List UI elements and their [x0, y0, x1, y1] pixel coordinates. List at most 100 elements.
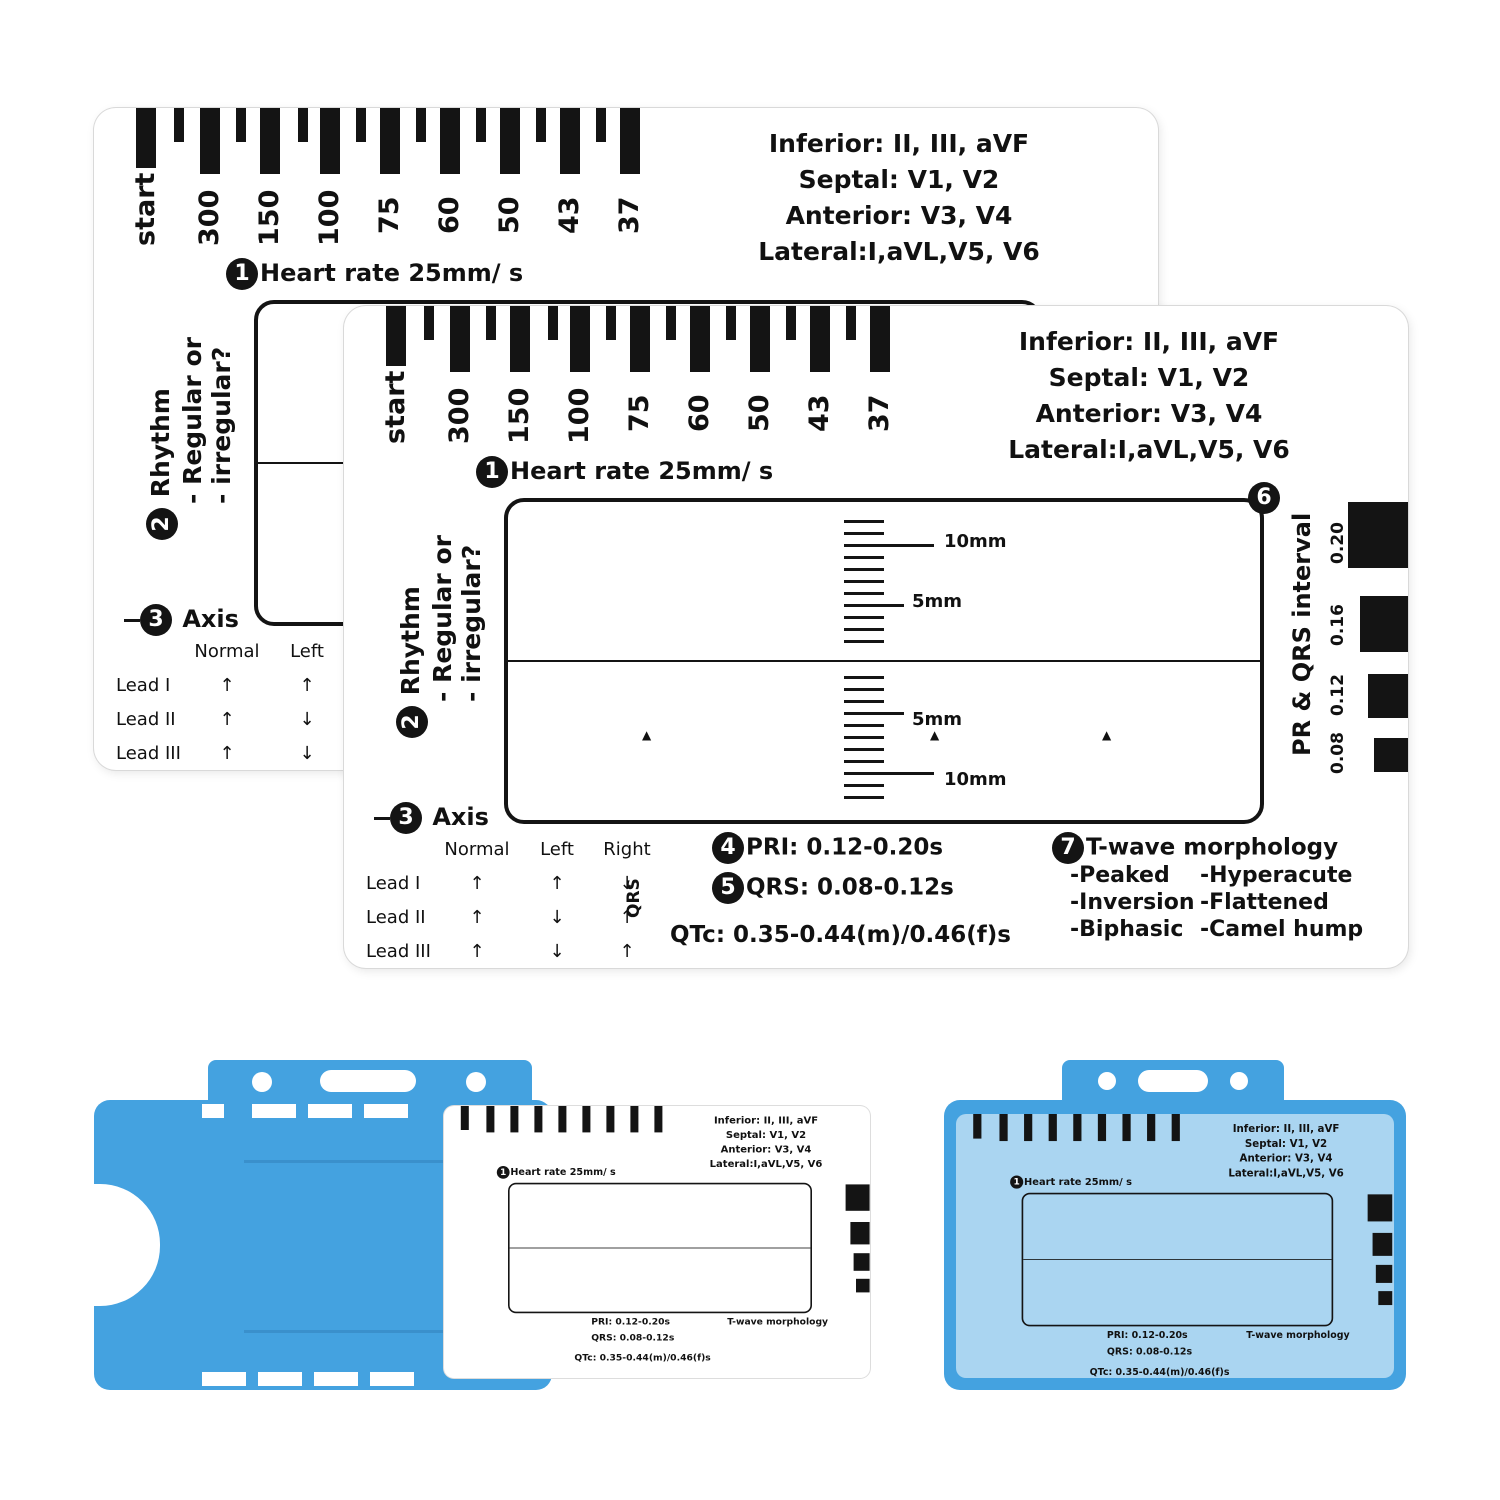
- lead-inferior: Inferior: II, III, aVF: [1018, 327, 1280, 356]
- twave-item: -Biphasic: [1070, 917, 1184, 942]
- rate-label-100: 100: [564, 387, 595, 444]
- rate-bar: [1171, 1114, 1180, 1142]
- rate-bar: [606, 1106, 615, 1133]
- rate-label-43: 43: [554, 196, 585, 234]
- ruler-tick-10mm: [844, 772, 934, 775]
- rhythm-title: Rhythm: [146, 388, 175, 498]
- rate-bar: [973, 1114, 982, 1139]
- axis-row-lead: Lead I: [116, 674, 171, 696]
- rate-bar: [1147, 1114, 1156, 1142]
- ruler-tick: [844, 556, 884, 559]
- pri-text: PRI: 0.12-0.20s: [591, 1316, 671, 1327]
- ruler-tick: [844, 580, 884, 583]
- heart-rate-label: Heart rate 25mm/ s: [260, 259, 524, 287]
- mini-card-open: Inferior: II, III, aVF Septal: V1, V2 An…: [444, 1106, 870, 1378]
- rate-label-50: 50: [494, 196, 525, 234]
- rate-bar: [786, 306, 796, 340]
- twave-list-right: -Hyperacute -Flattened -Camel hump: [1200, 862, 1363, 943]
- qtc-reference: QTc: 0.35-0.44(m)/0.46(f)s: [1089, 1366, 1230, 1378]
- ecg-card-front: start 300 150 100 75 60 50 43 37 Inferio…: [344, 306, 1408, 968]
- step-number-1: 1: [1010, 1175, 1024, 1189]
- rate-bar: [750, 306, 770, 372]
- rate-bar: [654, 1106, 663, 1133]
- axis-arrow: ↑: [619, 906, 635, 928]
- twave-heading: T-wave morphology: [1246, 1329, 1350, 1341]
- ruler-tick: [844, 724, 884, 727]
- rate-bar: [486, 306, 496, 340]
- axis-arrow: ↑: [469, 940, 485, 962]
- rate-label-60: 60: [684, 394, 715, 432]
- twave-title: T-wave morphology: [1086, 834, 1339, 861]
- rate-bar: [726, 306, 736, 340]
- rate-bar: [510, 1106, 519, 1133]
- rate-bar: [582, 1106, 591, 1133]
- lead-anterior: Anterior: V3, V4: [785, 201, 1013, 230]
- step-number-1: 1: [496, 1166, 510, 1179]
- interval-block: [1375, 1264, 1393, 1283]
- twave-item: -Flattened: [1200, 890, 1329, 915]
- rate-bar: [486, 1106, 495, 1133]
- step-number-3: 3: [390, 802, 422, 834]
- interval-block-012: [1368, 674, 1408, 718]
- axis-title: Axis: [182, 605, 239, 633]
- twave-item: -Peaked: [1070, 863, 1170, 888]
- ruler-tick: [844, 520, 884, 523]
- axis-col-normal: Normal: [444, 838, 510, 860]
- rate-label-37: 37: [614, 196, 645, 234]
- lead-groups: Inferior: II, III, aVF Septal: V1, V2 An…: [714, 126, 1084, 270]
- rate-bar: [386, 306, 406, 366]
- rate-bar: [596, 108, 606, 142]
- measure-grid: [1021, 1192, 1334, 1327]
- heart-rate-label: Heart rate 25mm/ s: [510, 1166, 616, 1178]
- rate-bar: [536, 108, 546, 142]
- ruler-tick: [844, 760, 884, 763]
- lead-lateral: Lateral:I,aVL,V5, V6: [758, 237, 1040, 266]
- lead-lateral: Lateral:I,aVL,V5, V6: [1008, 435, 1290, 464]
- rate-bar: [999, 1114, 1008, 1142]
- rate-bar: [298, 108, 308, 142]
- ruler-tick: [844, 748, 884, 751]
- rate-bar: [500, 108, 520, 174]
- ruler-tick-10mm: [844, 544, 934, 547]
- rate-bar: [534, 1106, 543, 1133]
- ruler-tick: [844, 676, 884, 679]
- axis-col-right: Right: [603, 838, 651, 860]
- step-number-7: 7: [1052, 832, 1084, 864]
- axis-arrow: ↑: [219, 674, 235, 696]
- rate-bar: [810, 306, 830, 372]
- marker-triangle-icon: ▲: [930, 728, 940, 742]
- qtc-reference: QTc: 0.35-0.44(m)/0.46(f)s: [670, 922, 1011, 948]
- rate-label-150: 150: [504, 387, 535, 444]
- rate-bar: [1097, 1114, 1107, 1142]
- twave-heading: T-wave morphology: [727, 1316, 829, 1327]
- marker-triangle-icon: ▲: [642, 728, 652, 742]
- ruler-tick: [844, 616, 884, 619]
- ruler-tick-5mm: [844, 712, 904, 715]
- step-number-2: 2: [396, 706, 428, 738]
- step-number-1: 1: [226, 258, 258, 290]
- lead-inferior: Inferior: II, III, aVF: [713, 1114, 819, 1126]
- pri-reference: PRI: 0.12-0.20s: [1107, 1330, 1188, 1341]
- axis-table: Normal Left Right Lead I↑↑↓ Lead II↑↓↑ L…: [366, 832, 662, 968]
- pri-text: PRI: 0.12-0.20s: [1106, 1329, 1188, 1341]
- rate-bar: [174, 108, 184, 142]
- interval-block: [856, 1278, 870, 1293]
- lead-septal: Septal: V1, V2: [798, 165, 1000, 194]
- interval-block: [1378, 1291, 1393, 1306]
- ruler-tick: [844, 628, 884, 631]
- twave-item: -Inversion: [1070, 890, 1195, 915]
- rate-bar: [620, 108, 640, 174]
- qrs-text: QRS: 0.08-0.12s: [591, 1332, 675, 1343]
- rate-bar: [1073, 1114, 1082, 1142]
- measure-grid: [508, 1182, 812, 1314]
- axis-arrow: ↓: [299, 742, 315, 764]
- pri-reference: PRI: 0.12-0.20s: [591, 1316, 670, 1326]
- rate-bar: [606, 306, 616, 340]
- interval-block: [1372, 1232, 1393, 1256]
- qrs-text: QRS: 0.08-0.12s: [746, 874, 954, 901]
- ruler-tick: [844, 700, 884, 703]
- rate-bar: [666, 306, 676, 340]
